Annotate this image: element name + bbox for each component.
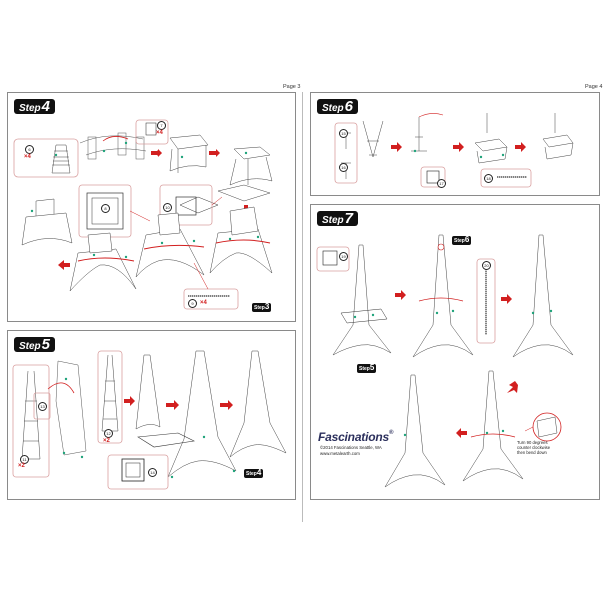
step-5-heading: Step 5 [14,336,56,353]
step-6-panel: Step 6 15 16 17 18 [310,92,600,196]
step-5-panel: Step 5 11 ×2 12 ×2 13 14 [7,330,296,500]
step-word: Step [19,103,41,114]
ref-step-3: Step3 [252,302,272,312]
bend-instruction-note: Turn 90 degrees counter clockwise then b… [517,440,551,455]
part-15-callout: 15 [339,129,348,138]
step-number: 7 [344,210,354,227]
part-7-callout: 7 [157,121,166,130]
step-word: Step [322,215,344,226]
part-19-callout: 19 [339,252,348,261]
registered-mark: ® [388,430,394,436]
part-11-callout: 11 [20,455,29,464]
step-7-panel: Step 7 19 20 Step6 [310,204,600,500]
ref-word: Step [454,238,465,244]
brand-logo: Fascinations® [318,430,393,444]
part-14-callout: 14 [148,468,157,477]
part-6-qty: ×4 [24,154,31,160]
ref-step-4: Step4 [244,468,264,478]
part-9-qty: ×4 [200,300,207,306]
part-20-callout: 20 [482,261,491,270]
brand-name: Fascinations [318,430,389,444]
part-18-callout: 18 [484,174,493,183]
ref-word: Step [359,366,370,372]
part-12-callout: 12 [104,429,113,438]
part-6-callout: 6 [25,145,34,154]
ref-word: Step [246,471,257,477]
step-7-heading: Step 7 [317,210,359,227]
page-4-label: Page 4 [585,84,603,90]
step-4-panel: Step 4 [7,92,296,322]
ref-number: 6 [464,235,470,244]
step-number: 4 [41,98,51,115]
ref-word: Step [254,305,265,311]
ref-step-5: Step5 [357,363,377,373]
part-10-callout: 10 [163,203,172,212]
step-word: Step [322,103,344,114]
step-word: Step [19,341,41,352]
step-number: 6 [344,98,354,115]
part-13-callout: 13 [38,402,47,411]
copyright-line: ©2014 Fascinations Seattle, WA [320,445,382,450]
ref-number: 5 [369,363,375,372]
part-12-qty: ×2 [103,438,110,444]
part-11-qty: ×2 [18,463,25,469]
step-number: 5 [41,336,51,353]
part-9-callout: 9 [188,299,197,308]
copyright-block: ©2014 Fascinations Seattle, WA www.metal… [320,445,382,456]
website-line: www.metalearth.com [320,450,360,456]
part-7-qty: ×4 [156,130,163,136]
step-7-illustration [316,234,574,488]
step-4-heading: Step 4 [14,98,56,115]
ref-number: 4 [256,468,262,477]
step-4-illustration [13,119,273,310]
part-16-callout: 16 [339,163,348,172]
page-divider [302,92,303,522]
page-3-label: Page 3 [283,84,301,90]
ref-step-6: Step6 [452,235,472,245]
step-6-heading: Step 6 [317,98,359,115]
step-5-illustration [12,350,287,490]
ref-number: 3 [264,302,270,311]
part-17-callout: 17 [437,179,446,188]
part-8-callout: 8 [101,204,110,213]
step-6-illustration [334,113,574,188]
